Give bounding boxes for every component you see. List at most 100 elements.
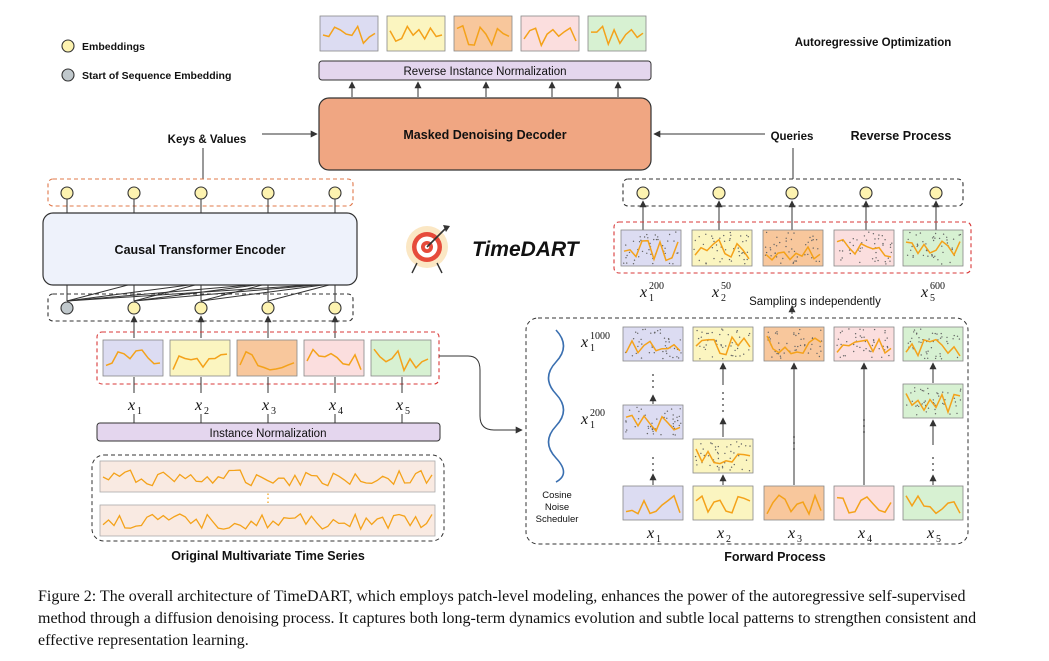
noise-dot: [733, 452, 735, 454]
noise-dot: [916, 332, 918, 334]
noise-dot: [655, 238, 658, 241]
noise-dot: [767, 331, 769, 333]
noise-dot: [914, 390, 916, 392]
noise-dot: [769, 249, 772, 251]
patch-label-1: x: [127, 397, 135, 414]
noise-dot: [714, 446, 717, 448]
noise-dot: [677, 419, 679, 422]
noise-dot: [871, 344, 874, 347]
noise-dot: [769, 338, 771, 340]
noise-dot: [666, 417, 668, 419]
patch-curve: [836, 238, 892, 258]
autoregressive-label: Autoregressive Optimization: [795, 37, 952, 49]
query-embeddings: [636, 186, 943, 230]
noise-dot: [946, 242, 949, 244]
forward-noise-sup: 1000: [590, 331, 610, 342]
noise-dot: [637, 418, 640, 420]
noise-dot: [856, 345, 858, 347]
noise-dot: [770, 255, 772, 257]
input-patch-3: [236, 339, 298, 377]
patch-curve: [905, 240, 961, 257]
original-series-frame: [91, 454, 445, 542]
patch-curve: [836, 337, 892, 355]
noise-dot: [725, 345, 727, 347]
ellipsis-dot: [793, 442, 795, 444]
noise-dot: [911, 337, 913, 339]
noise-dot: [667, 240, 669, 242]
noise-dot: [657, 238, 659, 241]
noise-dot: [723, 240, 726, 242]
noise-dot: [625, 421, 627, 423]
noise-dot: [672, 418, 674, 420]
noise-dot: [811, 343, 813, 346]
noise-dot: [815, 260, 817, 262]
noise-dot: [795, 349, 797, 351]
noise-dot: [665, 350, 667, 352]
col2-noise-1000: [692, 326, 754, 362]
noise-dot: [854, 333, 857, 335]
noise-dot: [649, 426, 652, 428]
noise-dot: [631, 355, 634, 357]
noise-dot: [638, 410, 640, 413]
patch-curve: [766, 335, 822, 355]
series-ellipsis: ⋮: [262, 491, 274, 505]
noise-dot: [769, 247, 771, 249]
noise-dot: [706, 332, 708, 335]
attention-edge: [133, 284, 318, 302]
noise-dot: [625, 420, 627, 422]
patch-curve: [766, 493, 822, 516]
noise-dot: [859, 247, 861, 249]
noise-dot: [721, 258, 723, 260]
noise-dot: [916, 404, 918, 406]
noise-dot: [927, 387, 929, 390]
noise-dot: [785, 240, 787, 242]
noise-dot: [793, 332, 795, 334]
noise-dot: [717, 453, 719, 455]
decoder-label: Masked Denoising Decoder: [403, 128, 566, 142]
noise-dot: [626, 429, 628, 431]
encoder-input-embedding-3: [261, 301, 275, 315]
ellipsis-dot: [793, 436, 795, 438]
noise-dot: [668, 233, 671, 236]
noise-dot: [795, 260, 798, 262]
noise-dot: [812, 235, 814, 237]
output-patch-5: [587, 15, 647, 52]
series-strip-bottom: [99, 504, 436, 537]
forward-patch-label-2: x: [716, 525, 724, 542]
input-patch-4: [303, 339, 365, 377]
noisy-label-sub: 1: [649, 293, 654, 304]
noise-dot: [921, 389, 923, 392]
patch-curve: [905, 338, 961, 358]
patch-curve: [625, 494, 681, 515]
noise-dot: [672, 356, 674, 359]
noise-dot: [707, 455, 710, 457]
noise-dot: [654, 331, 656, 333]
noise-dot: [722, 358, 724, 360]
noise-dot: [776, 331, 778, 333]
noise-dot: [657, 236, 659, 238]
forward-process-columns: [622, 326, 964, 521]
noise-dot: [937, 259, 939, 261]
noise-dot: [730, 444, 732, 446]
noise-dot: [659, 332, 662, 334]
noise-dot: [793, 232, 795, 234]
noise-dot: [928, 338, 930, 340]
noise-dot: [811, 257, 813, 259]
noise-dot: [949, 413, 951, 415]
noise-dot: [934, 408, 936, 411]
noise-dot: [675, 231, 677, 233]
patch-label-5: x: [395, 397, 403, 414]
noise-dot: [654, 234, 656, 236]
forward-noise-sub: 1: [590, 343, 595, 354]
patch-curve: [694, 238, 750, 260]
input-patch-row: [102, 339, 432, 377]
noise-dot: [673, 347, 676, 350]
noise-dot: [848, 328, 850, 330]
noise-dot: [748, 349, 750, 351]
ellipsis-dot: [863, 419, 865, 421]
query-embedding-4: [859, 186, 873, 200]
encoder-output-embedding-row: [47, 178, 354, 207]
patch-label-3: x: [261, 397, 269, 414]
noise-dot: [925, 411, 927, 413]
noisy-label-3: x: [920, 284, 928, 301]
